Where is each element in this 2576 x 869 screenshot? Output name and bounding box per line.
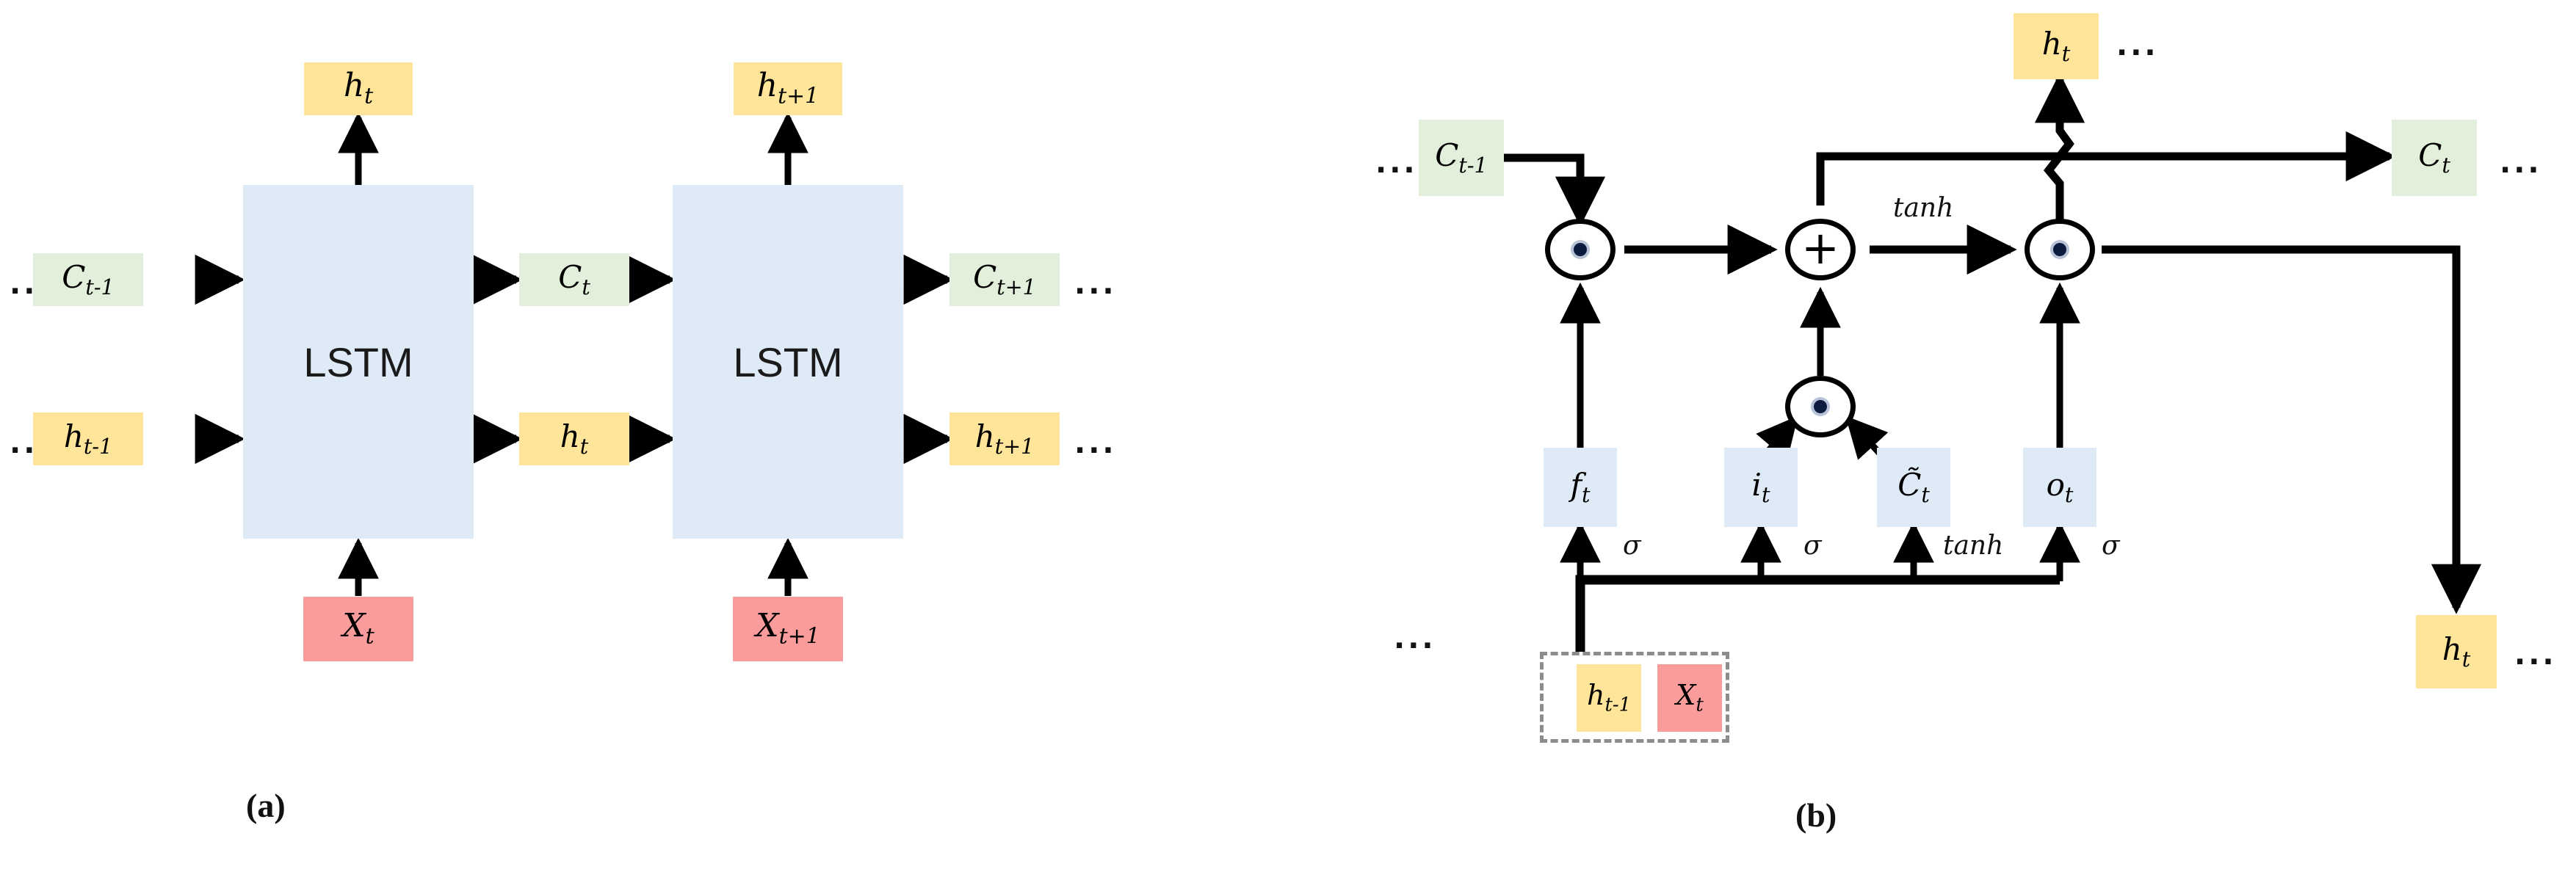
node-h-out-t-sub: t: [364, 83, 374, 109]
label-sigma-input: σ: [1803, 531, 1822, 561]
multiply-dot-icon: [1574, 243, 1587, 256]
multiply-dot-icon: [2053, 243, 2066, 256]
operator-multiply-forget: [1545, 219, 1616, 280]
node-c-in: Ct-1: [33, 253, 143, 306]
node-c-in-sub: t-1: [85, 274, 115, 299]
ellipsis-b-cell-left: ...: [1375, 146, 1418, 180]
node-b-h-top: ht: [2014, 13, 2099, 79]
node-h-mid-sub: t: [579, 433, 589, 459]
label-sigma-forget: σ: [1623, 531, 1641, 561]
node-h-out-t: ht: [304, 62, 413, 115]
panel-a-caption: (a): [246, 787, 286, 824]
ellipsis-b-cell-right: ...: [2500, 146, 2542, 180]
node-x-t-sub: t: [365, 623, 375, 650]
label-tanh-cell: tanh: [1893, 193, 1954, 223]
lstm-block-1: LSTM: [243, 185, 474, 539]
node-b-h-prev: ht-1: [1577, 664, 1641, 732]
label-sigma-output: σ: [2102, 531, 2120, 561]
gate-input-base: i: [1751, 466, 1762, 503]
node-h-out-t-base: h: [343, 67, 365, 105]
node-c-out-sub: t+1: [996, 274, 1036, 299]
gate-output-sub: t: [2064, 481, 2074, 507]
operator-add: +: [1785, 219, 1856, 280]
node-h-mid: ht: [519, 412, 629, 465]
node-b-c-prev-base: C: [1435, 137, 1459, 173]
lstm-block-2: LSTM: [673, 185, 903, 539]
plus-icon: +: [1801, 221, 1839, 275]
node-h-out-t1-sub: t+1: [778, 83, 820, 109]
gate-candidate-base: C̃: [1897, 466, 1922, 503]
node-h-out-t1-base: h: [756, 67, 778, 105]
ellipsis-a-hidden-right: ...: [1074, 426, 1117, 460]
gate-forget-sub: t: [1582, 481, 1591, 507]
node-b-c-next: Ct: [2392, 120, 2477, 196]
node-b-h-bottom-sub: t: [2461, 646, 2471, 672]
node-b-h-top-base: h: [2041, 25, 2062, 62]
node-c-mid: Ct: [519, 253, 629, 306]
node-x-t: Xt: [303, 597, 413, 661]
ellipsis-b-h-top: ...: [2116, 29, 2159, 62]
node-b-h-bottom: ht: [2416, 615, 2497, 688]
panel-b-caption: (b): [1795, 796, 1837, 834]
node-b-c-next-base: C: [2418, 137, 2442, 173]
node-c-out: Ct+1: [949, 253, 1060, 306]
node-b-x-t-sub: t: [1696, 694, 1704, 716]
node-b-c-prev: Ct-1: [1419, 120, 1504, 196]
node-h-right-base: h: [974, 418, 995, 454]
gate-input: it: [1724, 448, 1798, 527]
node-b-h-bottom-base: h: [2442, 630, 2462, 667]
operator-multiply-input: [1785, 376, 1856, 437]
node-b-h-prev-base: h: [1586, 678, 1605, 711]
wire-cellstate-to-ct: [1816, 131, 2396, 206]
node-b-c-prev-sub: t-1: [1458, 152, 1488, 178]
node-c-mid-base: C: [558, 258, 582, 295]
gate-forget-base: f: [1570, 466, 1582, 503]
gate-output-base: o: [2046, 466, 2065, 503]
lstm-block-2-label: LSTM: [733, 338, 843, 385]
multiply-dot-icon: [1814, 400, 1827, 413]
ellipsis-a-cell-right: ...: [1074, 267, 1117, 301]
node-c-in-base: C: [62, 258, 86, 295]
node-h-mid-base: h: [560, 418, 580, 454]
gate-candidate: C̃t: [1877, 448, 1950, 527]
node-b-x-t: Xt: [1657, 664, 1722, 732]
wire-concat-bus: [1575, 575, 2060, 652]
ellipsis-b-input-left: ...: [1394, 622, 1436, 655]
gate-candidate-sub: t: [1921, 481, 1930, 507]
node-h-right-sub: t+1: [994, 433, 1035, 459]
node-h-in-base: h: [63, 418, 84, 454]
node-x-t-base: X: [342, 607, 366, 645]
node-h-right: ht+1: [949, 412, 1060, 465]
node-b-c-next-sub: t: [2442, 152, 2450, 178]
node-x-t1-base: X: [756, 607, 779, 645]
lstm-block-1-label: LSTM: [303, 338, 413, 385]
node-b-x-t-base: X: [1676, 678, 1696, 711]
label-tanh-candidate: tanh: [1943, 531, 2004, 561]
concat-group-box: [1540, 652, 1729, 743]
wire-cprev-to-mulforget: [1504, 153, 1606, 227]
node-c-out-base: C: [973, 258, 997, 295]
node-h-in-sub: t-1: [83, 433, 113, 459]
node-b-h-top-sub: t: [2061, 40, 2071, 66]
node-c-mid-sub: t: [582, 274, 590, 299]
gate-output: ot: [2023, 448, 2096, 527]
node-h-in: ht-1: [33, 412, 143, 465]
wire-muloutput-to-httop: [2034, 73, 2085, 220]
node-x-t1-sub: t+1: [778, 623, 820, 650]
ellipsis-b-h-bottom: ...: [2514, 638, 2557, 672]
arrow-ctilde-to-mulinput: [1845, 415, 1889, 460]
node-h-out-t1: ht+1: [734, 62, 842, 115]
gate-input-sub: t: [1761, 481, 1770, 507]
operator-multiply-output: [2025, 219, 2095, 280]
node-b-h-prev-sub: t-1: [1604, 694, 1632, 716]
gate-forget: ft: [1544, 448, 1617, 527]
node-x-t1: Xt+1: [733, 597, 843, 661]
wire-muloutput-to-htbottom: [2102, 245, 2482, 614]
